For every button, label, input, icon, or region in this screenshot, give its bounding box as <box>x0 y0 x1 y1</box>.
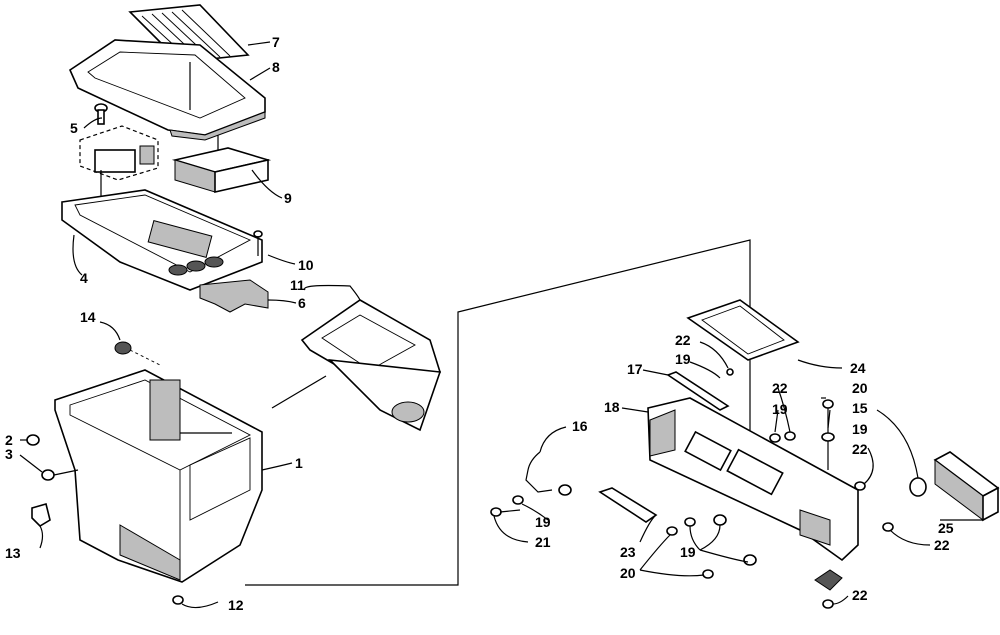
part-10-screw <box>253 230 263 256</box>
callout-12: 12 <box>228 597 244 613</box>
callout-19-bottom: 19 <box>680 544 696 560</box>
callout-19-mid: 19 <box>772 401 788 417</box>
part-8-lid <box>68 39 266 141</box>
callout-17: 17 <box>627 361 643 377</box>
part-12-drain <box>172 595 184 605</box>
callout-8: 8 <box>272 59 280 75</box>
callout-7: 7 <box>272 34 280 50</box>
callout-3: 3 <box>5 446 13 462</box>
part-5-screw <box>94 103 108 125</box>
part-18-manifold <box>647 397 859 562</box>
callout-leaders <box>19 41 983 609</box>
callout-10: 10 <box>298 257 314 273</box>
callout-20-bottom: 20 <box>620 565 636 581</box>
callout-19-top: 19 <box>675 351 691 367</box>
part-16-wire-clip <box>525 451 553 493</box>
callout-19-left: 19 <box>535 514 551 530</box>
part-4-base <box>61 189 263 291</box>
callout-22-top: 22 <box>675 332 691 348</box>
callout-16: 16 <box>572 418 588 434</box>
part-3-fastener <box>41 469 79 481</box>
callout-14: 14 <box>80 309 96 325</box>
callout-22-lower: 22 <box>934 537 950 553</box>
callout-4: 4 <box>80 270 88 286</box>
part-1-housing <box>54 369 263 583</box>
part-23-plate <box>598 487 658 523</box>
part-13-clip <box>31 503 51 528</box>
part-11-duct <box>300 299 442 432</box>
callout-11: 11 <box>290 277 305 293</box>
callout-18: 18 <box>604 399 620 415</box>
callout-20-top: 20 <box>852 380 868 396</box>
callout-22-mid: 22 <box>772 380 788 396</box>
module-dashed-outline <box>79 125 159 181</box>
callout-labels: 7 8 9 5 4 10 6 11 14 1 2 3 13 12 22 19 1… <box>5 34 954 613</box>
part-9-filter <box>171 147 272 194</box>
callout-22-right: 22 <box>852 441 868 457</box>
callout-1: 1 <box>295 455 303 471</box>
part-24-gasket <box>686 299 800 361</box>
callout-25: 25 <box>938 520 954 536</box>
right-fasteners <box>490 368 894 609</box>
callout-9: 9 <box>284 190 292 206</box>
part-14-grommet <box>114 341 161 366</box>
callout-24: 24 <box>850 360 866 376</box>
callout-6: 6 <box>298 295 306 311</box>
callout-15: 15 <box>852 400 868 416</box>
part-25-pad <box>933 451 1000 522</box>
callout-19-right: 19 <box>852 421 868 437</box>
callout-5: 5 <box>70 120 78 136</box>
callout-22-bottom: 22 <box>852 587 868 603</box>
callout-21: 21 <box>535 534 551 550</box>
callout-13: 13 <box>5 545 21 561</box>
part-17-strip <box>666 371 730 411</box>
part-15-grommet <box>909 477 927 497</box>
part-6-foam-strip <box>199 279 269 313</box>
callout-23: 23 <box>620 544 636 560</box>
callout-2: 2 <box>5 432 13 448</box>
part-2-fastener <box>26 434 40 446</box>
